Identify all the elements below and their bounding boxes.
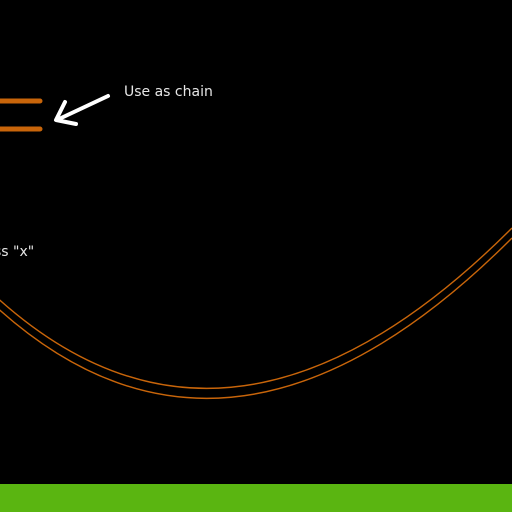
arrow-icon — [54, 94, 110, 126]
key-hint-text: ss "x" — [0, 244, 35, 260]
ground-platform — [0, 484, 512, 512]
chain-tool-icon[interactable] — [0, 98, 43, 132]
chain-hint-text: Use as chain — [124, 84, 213, 100]
chain-strand-inner — [0, 227, 512, 389]
hanging-chain[interactable] — [0, 227, 512, 399]
chain-strand-outer — [0, 237, 512, 399]
